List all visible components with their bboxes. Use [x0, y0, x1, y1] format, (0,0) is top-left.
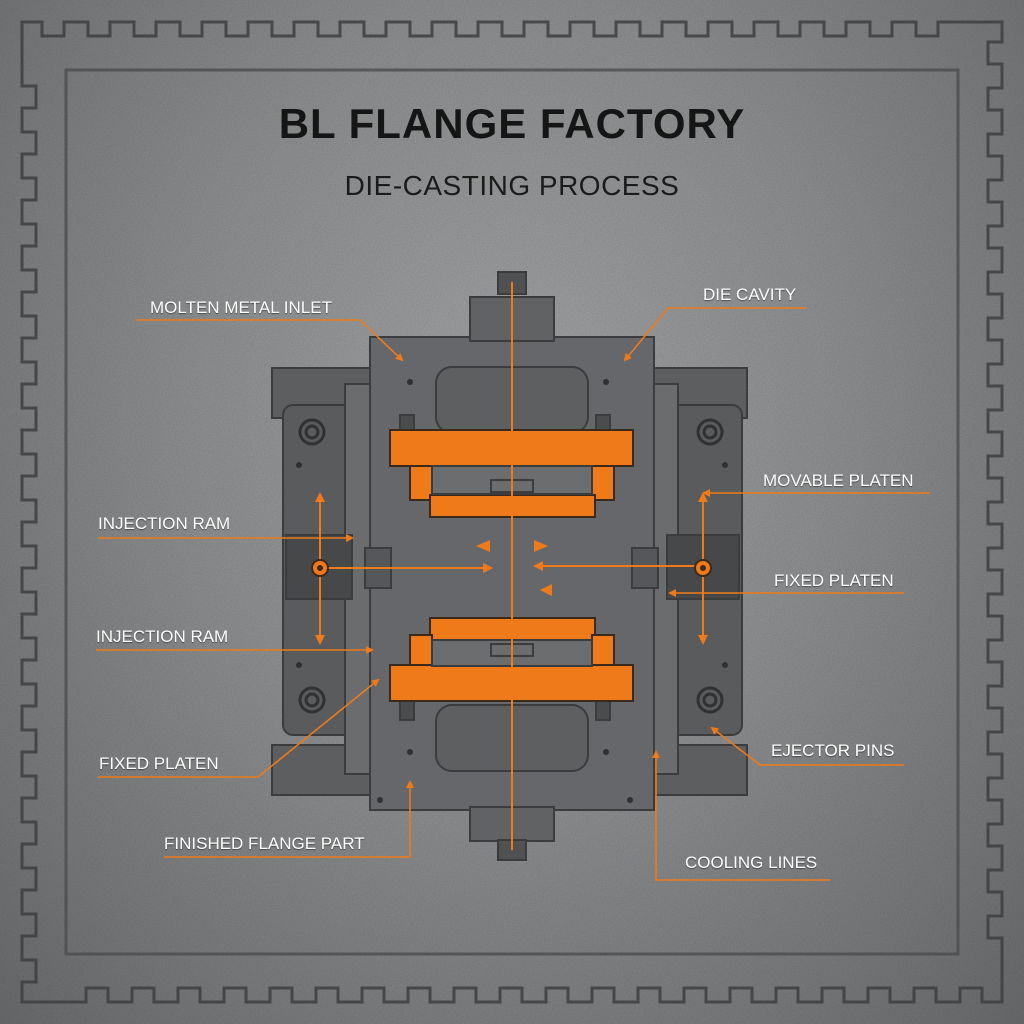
label-die-cavity: DIE CAVITY: [703, 285, 797, 304]
page-subtitle: DIE-CASTING PROCESS: [344, 170, 680, 201]
small-screws: [296, 379, 728, 803]
label-fixed-platen-right: FIXED PLATEN: [774, 571, 894, 590]
bolts: [298, 418, 724, 714]
inner-border: [64, 68, 960, 956]
label-injection-ram-upper: INJECTION RAM: [98, 514, 231, 533]
ram-pivots: [311, 559, 712, 577]
page-title: BL FLANGE FACTORY: [278, 100, 746, 147]
label-fixed-platen-left: FIXED PLATEN: [99, 754, 219, 773]
flow-arrowheads: [476, 540, 552, 596]
gear-tooth-frame: [20, 20, 1004, 1004]
callout-leaders: [96, 307, 930, 881]
label-movable-platen: MOVABLE PLATEN: [763, 471, 914, 490]
label-injection-ram-lower: INJECTION RAM: [96, 627, 229, 646]
label-ejector-pins: EJECTOR PINS: [771, 741, 895, 760]
label-finished-flange-part: FINISHED FLANGE PART: [164, 834, 365, 853]
label-molten-metal-inlet: MOLTEN METAL INLET: [150, 298, 332, 317]
ram-motion-arrows: [315, 492, 708, 645]
right-clamp: [631, 547, 659, 589]
label-cooling-lines: COOLING LINES: [685, 853, 818, 872]
